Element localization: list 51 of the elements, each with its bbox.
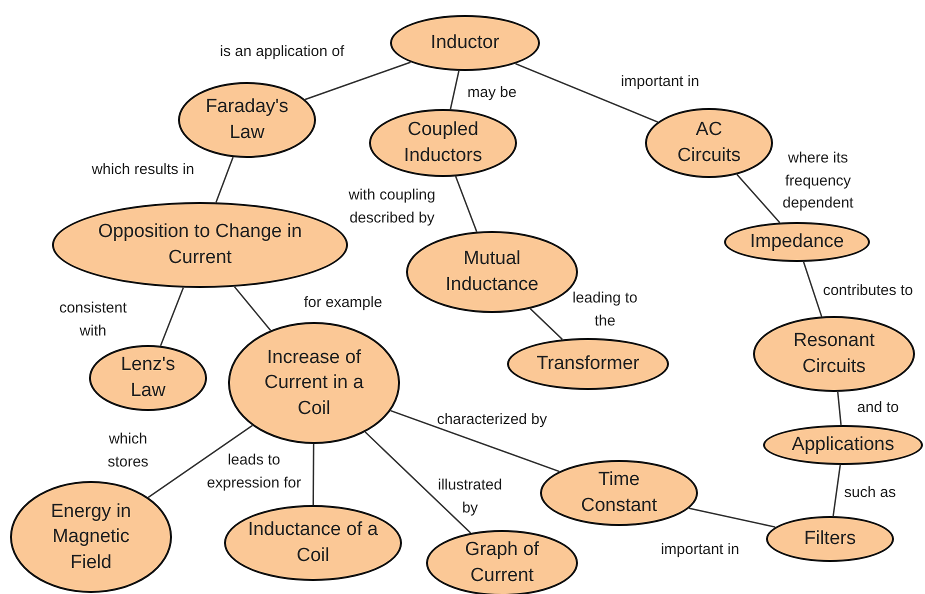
- concept-label: Faraday's Law: [204, 95, 290, 145]
- edge-label: which stores: [106, 430, 150, 472]
- edge-label: is an application of: [218, 42, 346, 62]
- edge-label: may be: [466, 82, 518, 103]
- connector-line: [234, 286, 272, 331]
- connector-line: [304, 62, 411, 100]
- concept-label: Opposition to Change in Current: [97, 220, 303, 270]
- connector-line: [390, 410, 560, 472]
- concept-label: Applications: [792, 433, 894, 458]
- concept-label: Inductance of a Coil: [247, 518, 379, 568]
- connector-line: [832, 464, 841, 516]
- edge-label: for example: [302, 292, 384, 313]
- connector-line: [530, 308, 563, 340]
- connector-line: [736, 174, 780, 224]
- edge-label: such as: [843, 482, 897, 503]
- edge-label: characterized by: [436, 410, 548, 430]
- concept-label: Coupled Inductors: [402, 118, 484, 168]
- concept-label: Mutual Inductance: [444, 247, 540, 297]
- edge-label: contributes to: [822, 280, 914, 301]
- connector-line: [802, 262, 822, 317]
- concept-label: Transformer: [536, 352, 640, 376]
- edge-label: important in: [620, 72, 700, 92]
- connector-line: [450, 70, 460, 110]
- edge-label: where its frequency dependent: [782, 148, 854, 214]
- concept-label: Filters: [804, 527, 856, 552]
- edge-label: with coupling described by: [348, 186, 436, 228]
- concept-label: Inductor: [430, 31, 500, 56]
- connector-line: [160, 287, 184, 346]
- connector-line: [364, 431, 472, 534]
- edge-label: important in: [660, 540, 740, 560]
- edge-label: leads to expression for: [206, 450, 302, 493]
- concept-label: Impedance: [750, 230, 844, 254]
- edge-label: leading to the: [571, 288, 639, 331]
- edge-label: consistent with: [58, 298, 128, 341]
- connector-line: [837, 392, 842, 426]
- concept-label: Resonant Circuits: [792, 329, 876, 379]
- connector-line: [515, 63, 658, 123]
- connector-line: [312, 444, 314, 505]
- concept-label: Increase of Current in a Coil: [263, 346, 365, 421]
- connector-line: [215, 156, 234, 203]
- concept-label: Energy in Magnetic Field: [50, 500, 132, 575]
- connector-line: [455, 176, 478, 232]
- concept-label: Lenz's Law: [120, 353, 176, 403]
- concept-label: Graph of Current: [464, 538, 540, 588]
- connector-line: [688, 508, 776, 528]
- edge-label: which results in: [90, 160, 196, 180]
- concept-label: AC Circuits: [676, 118, 742, 168]
- edge-label: and to: [856, 398, 900, 418]
- edge-label: illustrated by: [436, 476, 504, 518]
- connector-line: [148, 424, 253, 498]
- concept-label: Time Constant: [580, 468, 658, 518]
